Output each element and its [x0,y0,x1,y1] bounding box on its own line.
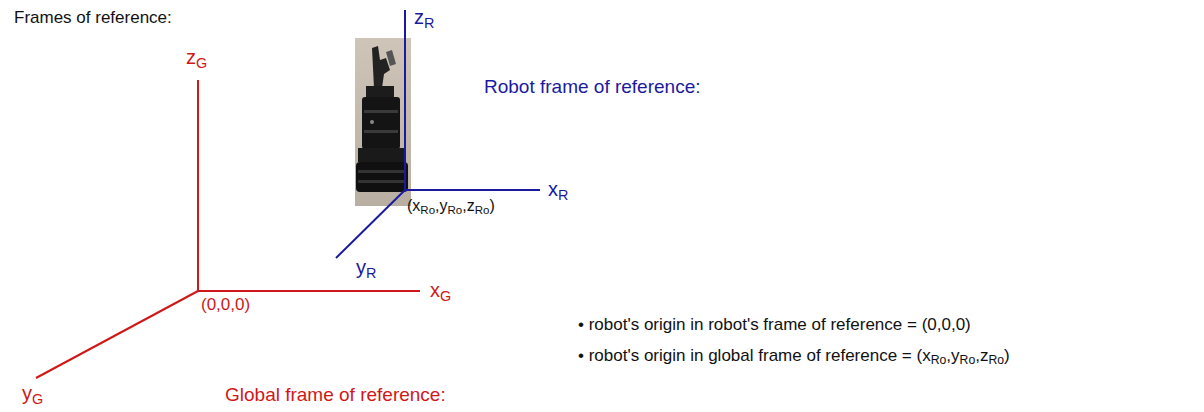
axis-label: zR [414,6,434,29]
axis-label: yR [356,256,376,279]
note-text: • robot's origin in robot's frame of ref… [578,315,971,335]
axis-label: xR [548,178,568,201]
axis-label: yG [22,382,43,405]
global-axes [36,80,420,378]
axis-label: zG [186,46,207,69]
diagram-title: Frames of reference: [14,8,172,28]
coordinate-label: (0,0,0) [201,295,250,315]
frame-caption: Robot frame of reference: [484,76,701,98]
robot-axes [336,10,540,258]
axis-label: xG [430,279,451,302]
note-text: • robot's origin in global frame of refe… [578,346,1010,366]
coordinate-label: (xRo,yRo,zRo) [407,197,495,215]
robot-photo [355,38,411,206]
frame-caption: Global frame of reference: [225,384,446,406]
